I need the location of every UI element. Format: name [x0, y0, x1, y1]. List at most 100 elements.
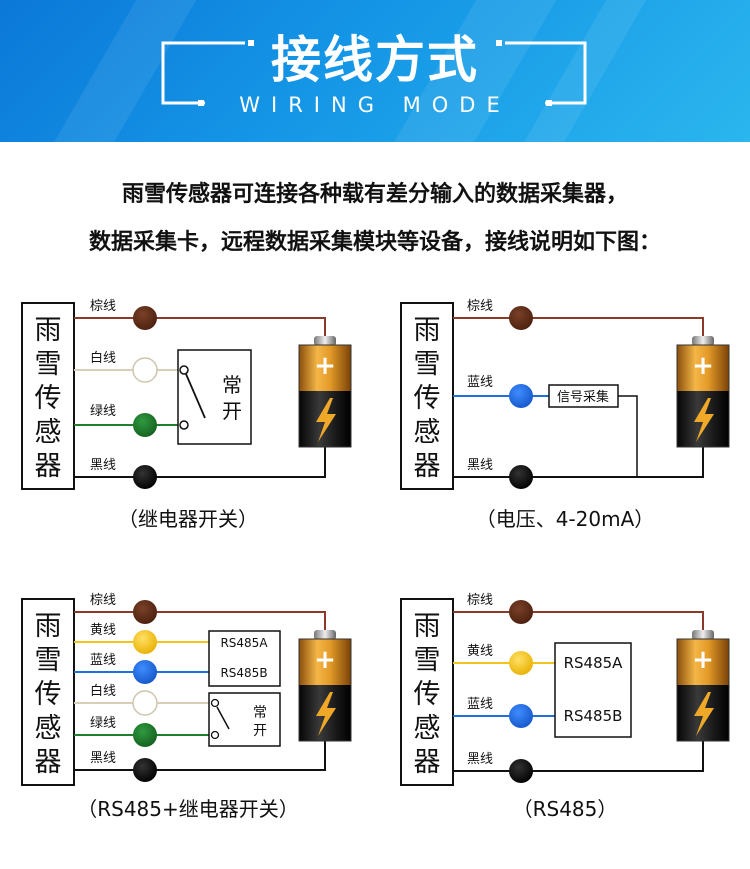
- switch-label: 开: [222, 399, 242, 423]
- white-dot: [132, 690, 158, 716]
- diagram-caption: （继电器开关）: [118, 507, 258, 531]
- wire-label: 棕线: [90, 299, 116, 314]
- wire-label: 棕线: [467, 299, 493, 314]
- blue-dot: [509, 704, 533, 728]
- sensor-box: [21, 598, 75, 786]
- signal-label: 信号采集: [557, 389, 609, 405]
- sensor-char: 雪: [35, 349, 62, 380]
- lightning-icon: [316, 398, 336, 442]
- sensor-char: 传: [35, 679, 62, 710]
- svg-text:+: +: [692, 351, 714, 381]
- black-wire: [74, 740, 326, 771]
- wire-label: 白线: [90, 350, 116, 366]
- switch-terminal: [210, 698, 220, 708]
- black-wire: [74, 446, 326, 478]
- wire-label: 蓝线: [467, 697, 493, 712]
- rs485-box: [208, 630, 281, 687]
- wire-label: 绿线: [90, 716, 116, 731]
- battery: +: [298, 630, 352, 742]
- sensor-char: 雪: [414, 645, 441, 676]
- svg-text:+: +: [692, 645, 714, 675]
- sensor-char: 器: [35, 451, 62, 482]
- svg-text:+: +: [314, 351, 336, 381]
- green-dot: [133, 723, 157, 747]
- wire-label: 黄线: [90, 623, 116, 638]
- page-subtitle: WIRING MODE: [239, 93, 511, 117]
- sensor-char: 雪: [414, 349, 441, 380]
- rs485a-label: RS485A: [220, 636, 268, 650]
- sensor-char: 雨: [414, 315, 441, 346]
- black-dot: [133, 758, 157, 782]
- header-frame: [161, 40, 587, 106]
- wire-label: 棕线: [467, 593, 493, 608]
- brown-dot: [133, 306, 157, 330]
- black-dot: [509, 759, 533, 783]
- rs485-box: [554, 642, 632, 738]
- switch-terminal: [210, 730, 220, 740]
- brown-dot: [509, 306, 533, 330]
- sensor-char: 雨: [35, 611, 62, 642]
- yellow-dot: [133, 630, 157, 654]
- brown-wire: [453, 317, 704, 340]
- sensor-char: 雪: [35, 645, 62, 676]
- relay-box: [177, 349, 252, 445]
- wire-label: 白线: [90, 683, 116, 699]
- switch-contact: [216, 706, 230, 730]
- wire-label: 黑线: [467, 458, 493, 473]
- signal-wire: [618, 395, 638, 477]
- lightning-icon: [694, 398, 714, 442]
- rs485a-label: RS485A: [564, 654, 624, 672]
- switch-label: 开: [253, 723, 267, 739]
- black-dot: [509, 465, 533, 489]
- sensor-char: 感: [414, 713, 441, 744]
- yellow-dot: [509, 651, 533, 675]
- sensor-box: [21, 302, 75, 490]
- sensor-char: 传: [414, 679, 441, 710]
- wire-label: 黄线: [467, 644, 493, 659]
- svg-text:+: +: [314, 645, 336, 675]
- sensor-box: [400, 302, 454, 490]
- diagram-caption: （电压、4-20mA）: [476, 507, 655, 531]
- diagram-rs485: 雨 雪 传 感 器 棕线 黄线 蓝线 黑线 RS485A RS485B +: [400, 593, 730, 821]
- diagram-voltage: 雨 雪 传 感 器 棕线 蓝线 黑线 信号采集 + （电压、4-20mA）: [400, 299, 730, 531]
- page-title: 接线方式: [271, 31, 479, 89]
- diagram-caption: （RS485）: [513, 797, 618, 821]
- switch-terminal: [179, 420, 189, 430]
- battery: +: [298, 336, 352, 448]
- sensor-char: 传: [414, 383, 441, 414]
- signal-box: [548, 384, 619, 408]
- switch-label: 常: [253, 705, 267, 721]
- brown-wire: [74, 611, 326, 634]
- sensor-char: 感: [35, 417, 62, 448]
- switch-contact: [185, 373, 206, 419]
- sensor-char: 传: [35, 383, 62, 414]
- white-dot: [132, 357, 158, 383]
- header-banner: 接线方式 WIRING MODE: [0, 0, 750, 142]
- battery: +: [676, 630, 730, 742]
- lightning-icon: [694, 692, 714, 736]
- wire-label: 蓝线: [467, 375, 493, 390]
- wire-label: 棕线: [90, 593, 116, 608]
- diagram-caption: （RS485+继电器开关）: [77, 797, 299, 821]
- brown-wire: [453, 611, 704, 634]
- rs485b-label: RS485B: [564, 707, 623, 725]
- relay-box: [208, 692, 281, 747]
- wire-label: 黑线: [90, 751, 116, 766]
- wire-label: 黑线: [467, 752, 493, 767]
- blue-dot: [133, 660, 157, 684]
- black-wire: [453, 446, 704, 478]
- diagram-relay: 雨 雪 传 感 器 棕线 白线 绿线 黑线 常 开: [21, 299, 352, 531]
- wire-label: 黑线: [90, 458, 116, 473]
- black-wire: [453, 740, 704, 772]
- blue-dot: [509, 384, 533, 408]
- green-dot: [133, 413, 157, 437]
- brown-dot: [509, 600, 533, 624]
- wire-label: 蓝线: [90, 653, 116, 668]
- sensor-char: 感: [414, 417, 441, 448]
- sensor-char: 雨: [35, 315, 62, 346]
- brown-dot: [133, 600, 157, 624]
- wire-label: 绿线: [90, 404, 116, 419]
- sensor-char: 器: [35, 747, 62, 778]
- black-dot: [133, 465, 157, 489]
